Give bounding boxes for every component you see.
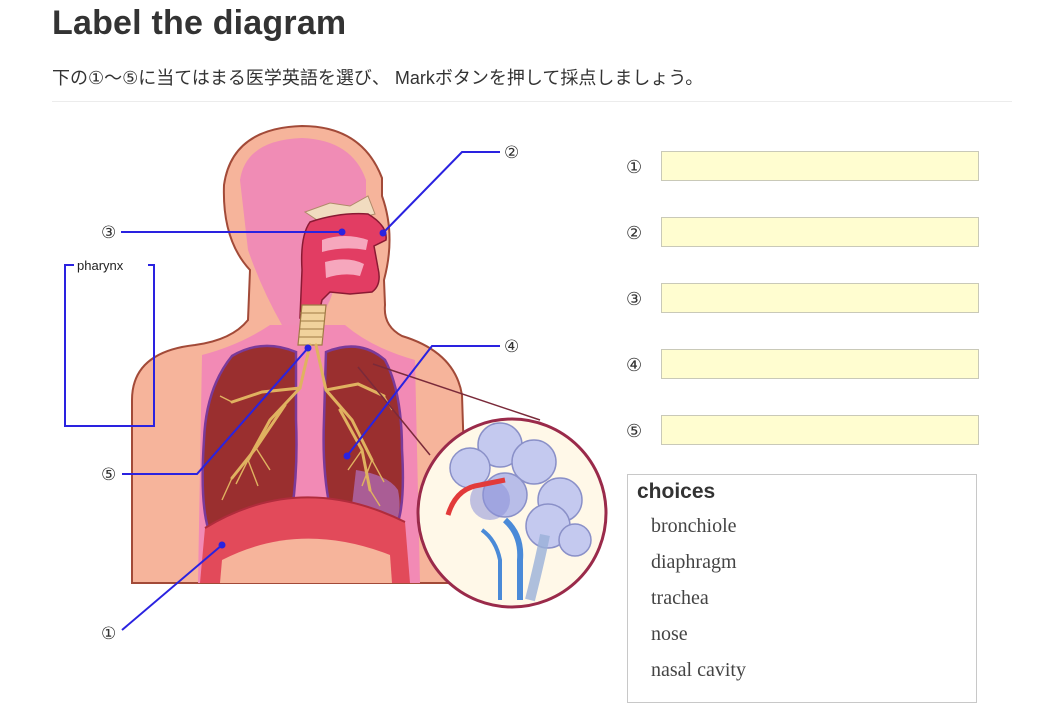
answer-row-4: ④ (626, 348, 979, 382)
answer-input-5[interactable] (661, 415, 979, 445)
respiratory-diagram: ① ② ③ ④ ⑤ pharynx (64, 124, 608, 644)
answer-number-3: ③ (626, 288, 643, 310)
choices-list: bronchiole diaphragm trachea nose nasal … (651, 513, 746, 693)
body-illustration (131, 124, 541, 584)
choices-panel: choices bronchiole diaphragm trachea nos… (627, 474, 977, 703)
marker-4-label: ④ (504, 337, 519, 357)
instruction-text: 下の①～⑤に当てはまる医学英語を選び、 Markボタンを押して採点しましょう。 (52, 68, 704, 88)
answer-number-2: ② (626, 222, 643, 244)
answer-row-5: ⑤ (626, 414, 979, 448)
marker-5-label: ⑤ (101, 465, 116, 485)
answer-input-4[interactable] (661, 349, 979, 379)
pharynx-label: pharynx (77, 258, 124, 273)
answer-input-3[interactable] (661, 283, 979, 313)
choice-item[interactable]: nasal cavity (651, 659, 746, 681)
choice-item[interactable]: bronchiole (651, 515, 737, 537)
page-title: Label the diagram (52, 4, 347, 42)
answer-number-5: ⑤ (626, 420, 643, 442)
leader-lines (64, 151, 500, 631)
answer-row-1: ① (626, 150, 979, 184)
alveoli-inset (416, 417, 608, 609)
answer-row-3: ③ (626, 282, 979, 316)
marker-2-label: ② (504, 143, 519, 163)
answer-number-1: ① (626, 156, 643, 178)
choice-item[interactable]: nose (651, 623, 688, 645)
choice-item[interactable]: diaphragm (651, 551, 737, 573)
marker-3-label: ③ (101, 223, 116, 243)
choices-heading: choices (637, 480, 716, 503)
answer-input-2[interactable] (661, 217, 979, 247)
choice-item[interactable]: trachea (651, 587, 709, 609)
marker-1-label: ① (101, 624, 116, 644)
answer-input-1[interactable] (661, 151, 979, 181)
header-divider (52, 101, 1012, 102)
answer-number-4: ④ (626, 354, 643, 376)
answer-row-2: ② (626, 216, 979, 250)
